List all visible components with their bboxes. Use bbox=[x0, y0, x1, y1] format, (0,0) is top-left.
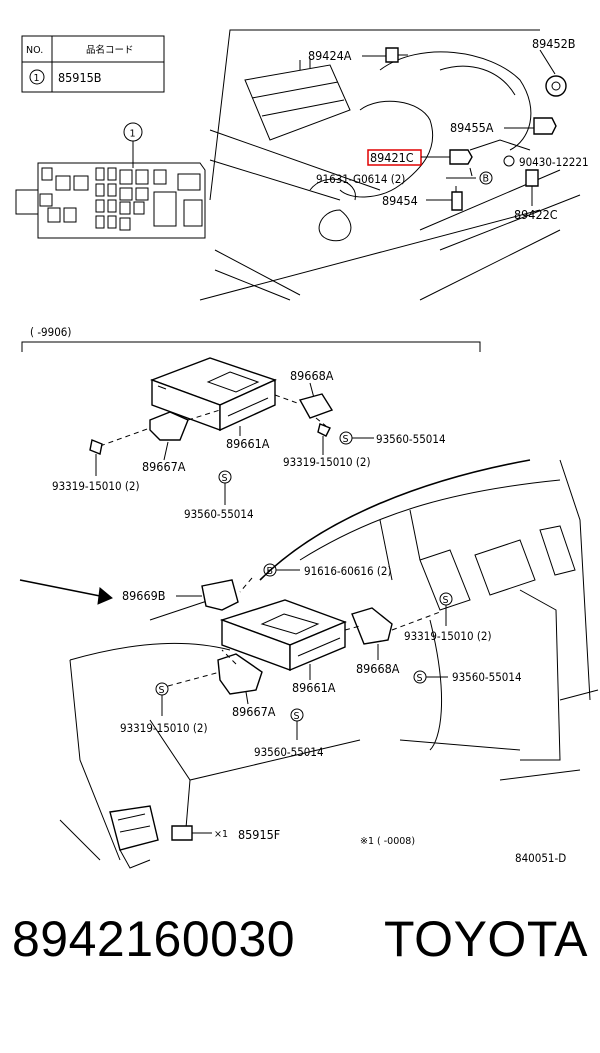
label-91631: 91631-G0614 (2) bbox=[316, 172, 405, 186]
arrow-head bbox=[97, 587, 113, 605]
range-bracket: ( -9906) bbox=[21, 325, 481, 352]
bolt-callout-b2: B bbox=[267, 566, 274, 577]
relay-footnote-mark: ×1 bbox=[214, 829, 228, 840]
bracket-89667A-lower bbox=[217, 653, 263, 695]
footer: 8942160030 TOYOTA bbox=[0, 910, 600, 1030]
label-90430: 90430-12221 bbox=[519, 155, 589, 169]
legend-row-code: 85915B bbox=[58, 70, 101, 85]
engine-bay-sketch bbox=[199, 29, 581, 301]
sensor-89421C bbox=[449, 149, 473, 165]
legend-header-code: 品名コード bbox=[86, 44, 134, 56]
footnote: ※1 ( -0008) bbox=[360, 836, 415, 847]
label-89454: 89454 bbox=[382, 193, 418, 208]
label-89424A: 89424A bbox=[308, 48, 352, 63]
label-89421C: 89421C bbox=[370, 150, 414, 165]
bracket-89667A-upper bbox=[149, 411, 189, 441]
label-89661A-lower: 89661A bbox=[292, 680, 336, 695]
relay-block-sketch: 1 bbox=[15, 122, 206, 239]
label-93560-upper-right: 93560-55014 bbox=[376, 432, 446, 446]
label-89668A-upper: 89668A bbox=[290, 368, 334, 383]
label-89669B: 89669B bbox=[122, 588, 165, 603]
nut-callout-s4: S bbox=[417, 673, 423, 684]
sensor-89452B bbox=[545, 75, 567, 97]
label-93560-lower-bottom: 93560-55014 bbox=[254, 745, 324, 759]
relay-85915F bbox=[171, 825, 193, 841]
nut-callout-s1: S bbox=[343, 434, 349, 445]
legend-header-no: NO. bbox=[26, 45, 43, 56]
label-93560-upper-bottom: 93560-55014 bbox=[184, 507, 254, 521]
label-89422C: 89422C bbox=[514, 207, 558, 222]
legend-row-no: 1 bbox=[34, 73, 40, 84]
upper-ecu-group: 89668A 89661A S 93560-55014 93319-15010 … bbox=[52, 357, 446, 521]
part-number: 8942160030 bbox=[12, 911, 296, 967]
nut-callout-s3: S bbox=[443, 595, 449, 606]
sensor-89454 bbox=[451, 191, 463, 211]
nut-callout-s5: S bbox=[159, 685, 165, 696]
bracket-89668A-lower bbox=[351, 607, 393, 645]
lower-ecu-group: B 91616-60616 (2) 89669B 89661A 89668A S… bbox=[109, 563, 566, 869]
switch-89424A bbox=[385, 47, 399, 63]
relay-block-callout-number: 1 bbox=[130, 129, 136, 140]
sensor-89455A bbox=[533, 117, 557, 135]
label-89661A-upper: 89661A bbox=[226, 436, 270, 451]
bolt-callout-b: B bbox=[483, 174, 490, 185]
nut-callout-s6: S bbox=[294, 711, 300, 722]
label-89667A-lower: 89667A bbox=[232, 704, 276, 719]
label-89452B: 89452B bbox=[532, 36, 575, 51]
nut-callout-s2: S bbox=[222, 473, 228, 484]
arrow-line bbox=[19, 579, 111, 599]
sensor-89422C bbox=[525, 169, 539, 187]
bracket-89669B bbox=[201, 579, 239, 611]
label-93319-lower-right: 93319-15010 (2) bbox=[404, 629, 492, 643]
label-93560-lower-right: 93560-55014 bbox=[452, 670, 522, 684]
label-93319-upper-right: 93319-15010 (2) bbox=[283, 455, 371, 469]
relay-bracket bbox=[109, 805, 159, 851]
range-label: ( -9906) bbox=[30, 325, 71, 339]
label-89668A-lower: 89668A bbox=[356, 661, 400, 676]
label-93319-lower-left: 93319-15010 (2) bbox=[120, 721, 208, 735]
parts-diagram: NO. 品名コード 1 85915B 1 bbox=[15, 29, 599, 869]
label-85915F: 85915F bbox=[238, 827, 280, 842]
label-93319-upper-left: 93319-15010 (2) bbox=[52, 479, 140, 493]
dashboard-sketch bbox=[19, 459, 599, 861]
label-89667A-upper: 89667A bbox=[142, 459, 186, 474]
label-91616: 91616-60616 (2) bbox=[304, 564, 392, 578]
brand-name: TOYOTA bbox=[384, 911, 588, 967]
legend-table: NO. 品名コード 1 85915B bbox=[21, 35, 165, 93]
diagram-code: 840051-D bbox=[515, 851, 566, 865]
label-89455A: 89455A bbox=[450, 120, 494, 135]
bracket-89668A-upper bbox=[298, 393, 334, 419]
top-parts: 89424A 89452B 89455A 89421C 90430-12221 … bbox=[308, 36, 589, 222]
